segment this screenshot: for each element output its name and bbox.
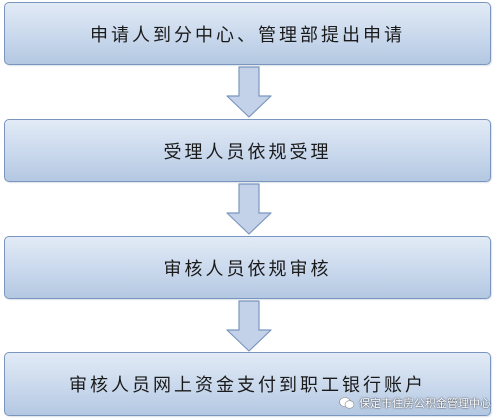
- watermark-text: 保定市住房公积金管理中心: [359, 397, 491, 410]
- step-label-apply: 申请人到分中心、管理部提出申请: [90, 24, 405, 46]
- down-arrow-icon: [226, 300, 272, 352]
- down-arrow-icon: [226, 183, 272, 235]
- step-box-payment: 审核人员网上资金支付到职工银行账户: [4, 352, 491, 416]
- watermark: 保定市住房公积金管理中心: [339, 395, 491, 411]
- step-label-accept: 受理人员依规受理: [163, 141, 332, 163]
- step-box-review: 审核人员依规审核: [4, 236, 491, 299]
- step-box-apply: 申请人到分中心、管理部提出申请: [4, 2, 491, 65]
- step-label-payment: 审核人员网上资金支付到职工银行账户: [69, 375, 426, 396]
- step-label-review: 审核人员依规审核: [163, 258, 332, 280]
- step-box-accept: 受理人员依规受理: [4, 119, 491, 182]
- down-arrow-icon: [226, 66, 272, 118]
- wechat-icon: [339, 397, 355, 409]
